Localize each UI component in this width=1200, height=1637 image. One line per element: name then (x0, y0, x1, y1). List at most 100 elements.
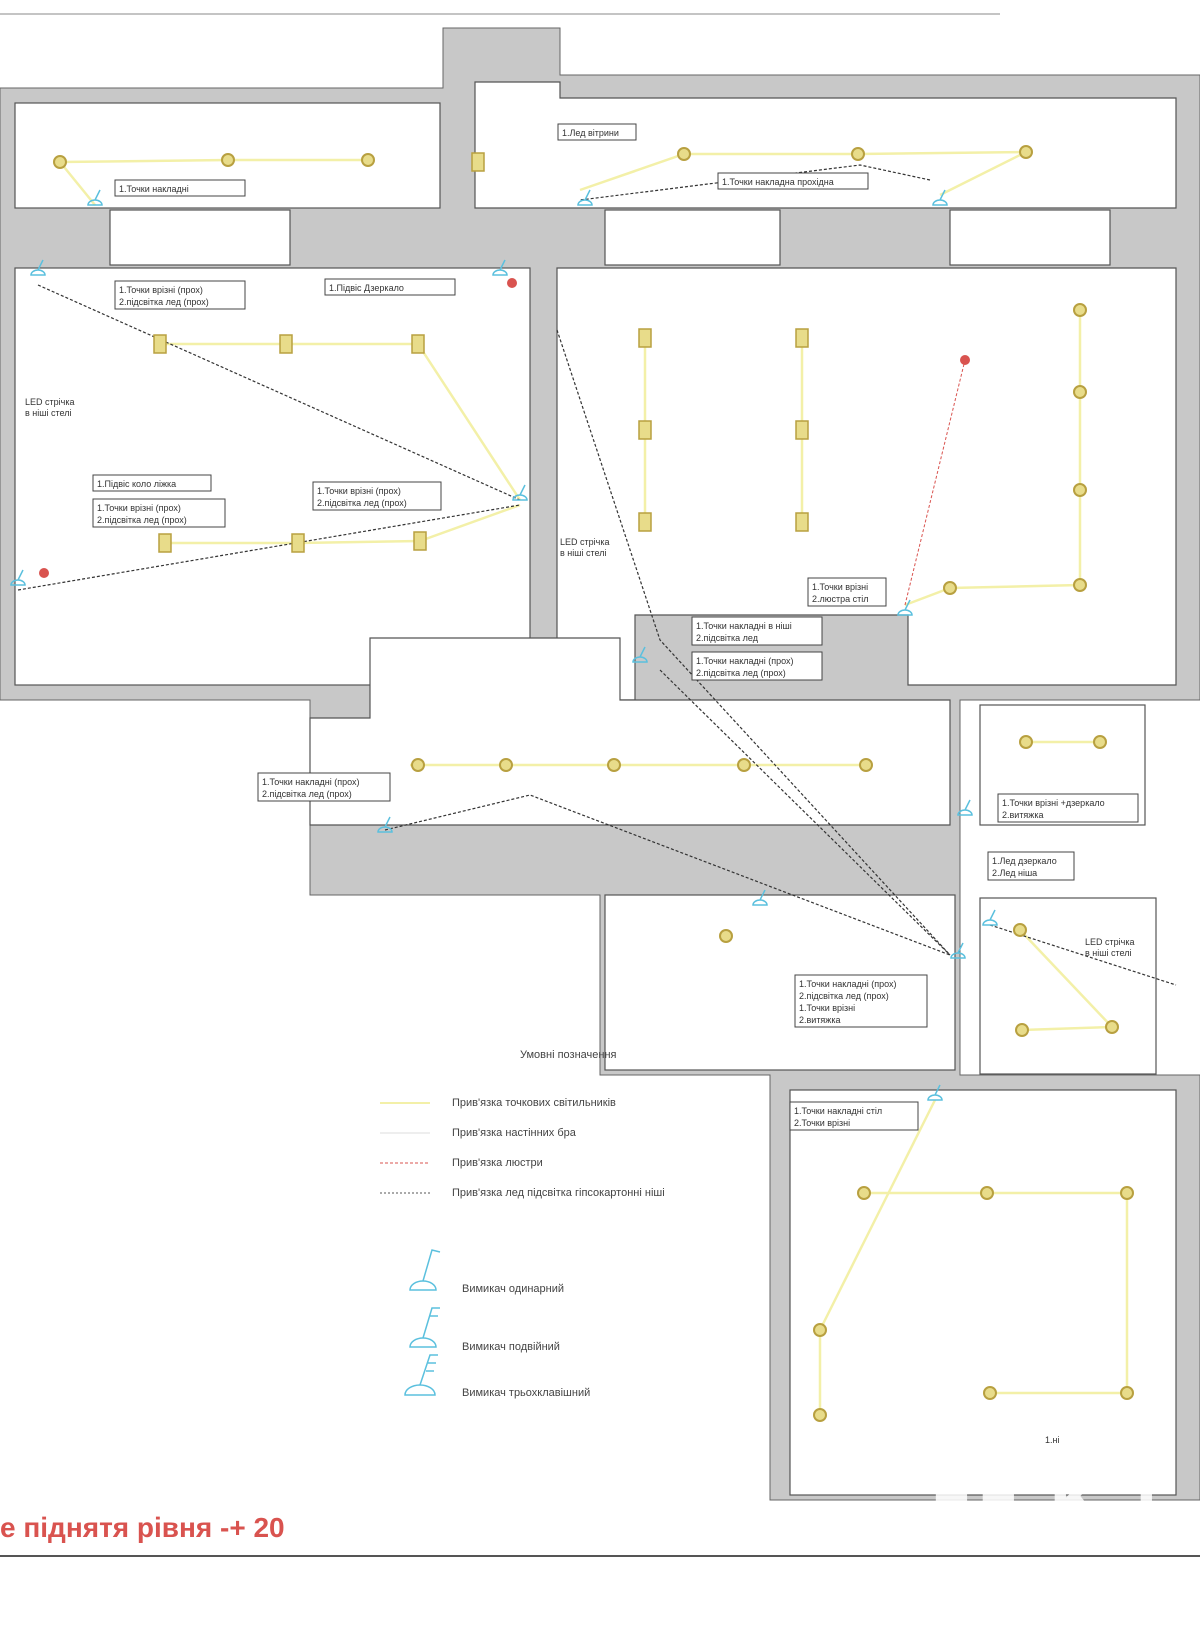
spot-light-icon (677, 147, 691, 161)
room-bedroom (14, 267, 531, 686)
light-switch-icon[interactable] (377, 816, 393, 833)
spot-light-icon (221, 153, 235, 167)
single-switch-icon (409, 1249, 441, 1291)
label-line: 1.Точки врізні (прох) (317, 486, 401, 496)
light-switch-icon[interactable] (957, 799, 973, 816)
label-hall-niche: 1.Точки накладні в ніші 2.підсвітка лед (691, 616, 823, 646)
light-switch-icon[interactable] (897, 599, 913, 616)
label-top-passage: 1.Точки накладна прохідна (717, 172, 869, 190)
spot-light-icon (1019, 735, 1033, 749)
spot-light-icon (1073, 385, 1087, 399)
recessed-light-icon (638, 328, 652, 348)
label-line: 2.підсвітка лед (прох) (262, 789, 352, 799)
light-switch-icon[interactable] (752, 889, 768, 906)
label-line: 1.Точки врізні (799, 1003, 855, 1013)
label-line: 2.підсвітка лед (прох) (317, 498, 407, 508)
lighting-plan: 1.Точки накладні 1.Лед вітрини 1.Точки нак… (0, 13, 1200, 1557)
label-line: 2.підсвітка лед (696, 633, 759, 643)
label-bed-pendant: 1.Підвіс Дзеркало (324, 278, 456, 296)
label-line: 2.підсвітка лед (прох) (97, 515, 187, 525)
light-switch-icon[interactable] (927, 1084, 943, 1101)
label-line: 1.Точки накладні (прох) (799, 979, 897, 989)
pendant-light-icon (507, 278, 517, 288)
legend: Умовні позначення Прив'язка точкових сві… (380, 1049, 665, 1399)
recessed-light-icon (291, 533, 305, 553)
spot-light-icon (1015, 1023, 1029, 1037)
led-strip-note: LED стрічка (1085, 937, 1134, 947)
spot-light-icon (499, 758, 513, 772)
recessed-light-icon (638, 512, 652, 532)
light-switch-icon[interactable] (982, 909, 998, 926)
spot-light-icon (813, 1323, 827, 1337)
watermark-logo: ▮▮ K I B A (930, 1456, 1162, 1635)
label-bed-right: 1.Точки врізні (прох) 2.підсвітка лед (пр… (312, 481, 442, 511)
spot-light-icon (983, 1386, 997, 1400)
label-line: 1.Точки врізні (812, 582, 868, 592)
recessed-light-icon (471, 152, 485, 172)
label-line: 2.люстра стіл (812, 594, 869, 604)
light-switch-icon[interactable] (950, 942, 966, 959)
label-line: 2.підсвітка лед (прох) (119, 297, 209, 307)
recessed-light-icon (153, 334, 167, 354)
label-line: 1.Точки накладні (119, 184, 189, 194)
label-top-vitrine: 1.Лед вітрини (557, 123, 637, 141)
spot-light-icon (53, 155, 67, 169)
room-bath-2 (979, 897, 1157, 1075)
spot-light-icon (1073, 578, 1087, 592)
spot-link-line (160, 342, 522, 501)
legend-switch: Вимикач подвійний (462, 1341, 560, 1353)
label-line: 1.Точки накладна прохідна (722, 177, 834, 187)
legend-title: Умовні позначення (520, 1049, 617, 1061)
spot-light-icon (1105, 1020, 1119, 1034)
passage-2 (604, 209, 781, 266)
spot-light-icon (980, 1186, 994, 1200)
label-line: 2.підсвітка лед (прох) (696, 668, 786, 678)
label-bed-bedside: 1.Підвіс коло ліжка (92, 474, 212, 492)
room-bottom (789, 1089, 1177, 1496)
legend-switch: Вимикач трьохклавішний (462, 1387, 590, 1399)
double-switch-icon (409, 1307, 440, 1348)
recessed-light-icon (411, 334, 425, 354)
room-hall (309, 637, 951, 826)
light-switch-icon[interactable] (577, 189, 593, 206)
spot-light-icon (411, 758, 425, 772)
label-line: 1.Підвіс Дзеркало (329, 283, 404, 293)
legend-item: Прив'язка точкових світильників (452, 1097, 616, 1109)
label-line: 1.Лед вітрини (562, 128, 619, 138)
footer-note: е піднятя рівня -+ 20 (0, 1512, 285, 1543)
spot-light-icon (361, 153, 375, 167)
light-switch-icon[interactable] (512, 484, 528, 501)
spot-light-icon (719, 929, 733, 943)
light-switch-icon[interactable] (492, 259, 508, 276)
spot-light-icon (737, 758, 751, 772)
recessed-light-icon (795, 328, 809, 348)
label-line: 1.Лед дзеркало (992, 856, 1057, 866)
led-link-line (579, 164, 931, 201)
label-line: 1.Точки врізні (прох) (97, 503, 181, 513)
spot-light-icon (851, 147, 865, 161)
spot-light-icon (1120, 1186, 1134, 1200)
light-switch-icon[interactable] (632, 646, 648, 663)
label-top-left: 1.Точки накладні (114, 179, 246, 197)
spot-light-icon (813, 1408, 827, 1422)
led-strip-note: в ніші стелі (560, 548, 606, 558)
light-switch-icon[interactable] (932, 189, 948, 206)
label-line: 2.підсвітка лед (прох) (799, 991, 889, 1001)
light-switch-icon[interactable] (30, 259, 46, 276)
label-line: 1.Точки накладні в ніші (696, 621, 792, 631)
light-switch-icon[interactable] (87, 189, 103, 206)
led-strip-note: в ніші стелі (25, 408, 71, 418)
light-switch-icon[interactable] (10, 569, 26, 586)
spot-light-icon (857, 1186, 871, 1200)
label-line: 2.витяжка (799, 1015, 840, 1025)
pendant-light-icon (39, 568, 49, 578)
spot-link-line (165, 503, 521, 545)
triple-switch-icon (404, 1354, 438, 1396)
led-strip-note: LED стрічка (560, 537, 609, 547)
spot-link-line (59, 161, 96, 206)
led-strip-note: в ніші стелі (1085, 948, 1131, 958)
led-link-line (37, 284, 521, 501)
label-line: 1.Точки накладні (прох) (262, 777, 360, 787)
spot-light-icon (1019, 145, 1033, 159)
